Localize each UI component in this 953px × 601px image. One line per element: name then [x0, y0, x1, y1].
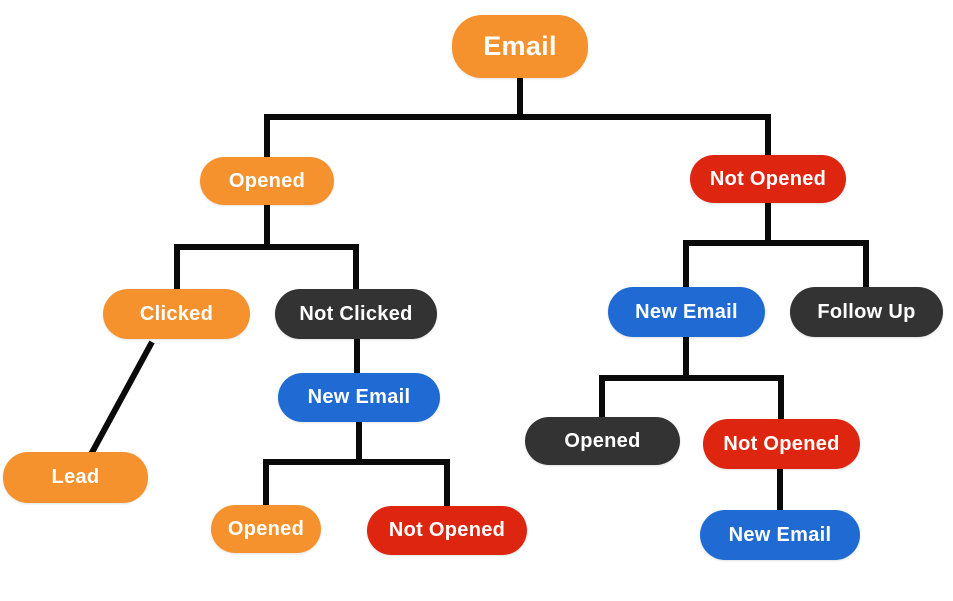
edge-right-level3-bar	[599, 375, 784, 381]
edge-newemail2-stem	[683, 336, 689, 378]
edge-opened-stem	[264, 204, 270, 250]
edge-notclicked-newemail	[354, 338, 360, 374]
edge-clicked-to-lead	[88, 340, 155, 456]
node-new-email-2: New Email	[608, 287, 765, 337]
node-opened-3: Opened	[525, 417, 680, 465]
edge-to-not-opened-3	[778, 375, 784, 419]
edge-newemail1-stem	[356, 421, 362, 463]
edge-right-level2-bar	[683, 240, 869, 246]
edge-left-level2-bar	[174, 244, 359, 250]
node-not-opened: Not Opened	[690, 155, 846, 203]
edge-to-follow-up	[863, 240, 869, 287]
node-opened-2: Opened	[211, 505, 321, 553]
node-not-opened-3: Not Opened	[703, 419, 860, 469]
node-lead: Lead	[3, 452, 148, 503]
node-not-clicked: Not Clicked	[275, 289, 437, 339]
edge-to-new-email-3	[777, 468, 783, 511]
edge-to-opened-3	[599, 375, 605, 417]
edge-to-new-email-2	[683, 240, 689, 287]
edge-notopened-stem	[765, 202, 771, 246]
edge-to-not-opened-2	[444, 459, 450, 507]
node-new-email-3: New Email	[700, 510, 860, 560]
node-follow-up: Follow Up	[790, 287, 943, 337]
node-email: Email	[452, 15, 588, 78]
node-not-opened-2: Not Opened	[367, 506, 527, 555]
edge-email-stem	[517, 77, 523, 120]
node-opened: Opened	[200, 157, 334, 205]
edge-to-clicked	[174, 244, 180, 289]
edge-to-not-opened	[765, 114, 771, 155]
node-new-email-1: New Email	[278, 373, 440, 422]
edge-to-not-clicked	[353, 244, 359, 289]
edge-to-opened	[264, 114, 270, 157]
node-clicked: Clicked	[103, 289, 250, 339]
edge-left-level3-bar	[263, 459, 450, 465]
edge-to-opened-2	[263, 459, 269, 506]
edge-level1-bar	[264, 114, 771, 120]
